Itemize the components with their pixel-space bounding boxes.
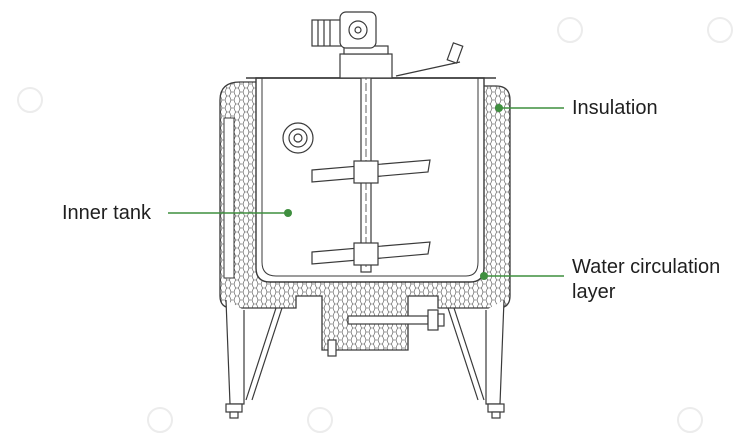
motor-icon <box>311 11 393 79</box>
outlet-valve <box>327 309 445 357</box>
sight-glass <box>282 122 314 154</box>
water-layer-dot <box>480 272 488 280</box>
lid-handle <box>395 42 464 77</box>
inner-tank-label: Inner tank <box>62 202 151 224</box>
water-circulation-label-line2: layer <box>572 281 616 303</box>
inner-tank-dot <box>284 209 292 217</box>
insulation-label: Insulation <box>572 97 658 119</box>
leader-lines <box>168 107 564 277</box>
agitator <box>311 69 431 273</box>
insulation-dot <box>495 104 503 112</box>
tank-legs <box>225 299 505 419</box>
leader-dots <box>284 104 503 280</box>
side-pipe <box>223 117 235 279</box>
logo-watermark-icon <box>17 17 733 433</box>
water-circulation-label-line1: Water circulation <box>572 256 721 278</box>
